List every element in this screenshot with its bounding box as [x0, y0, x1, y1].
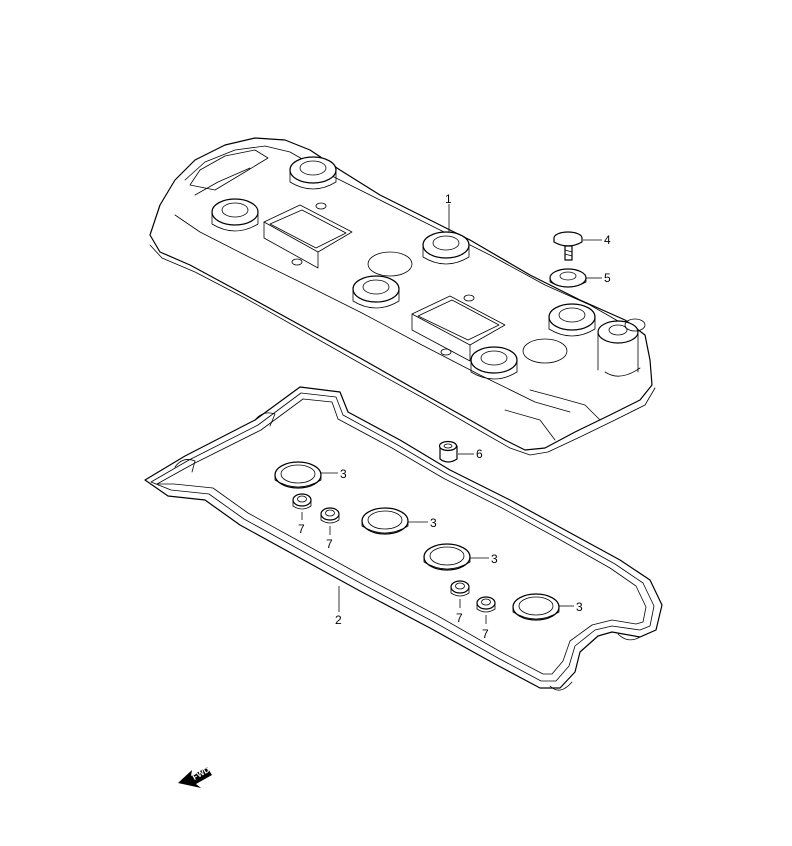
small-seal-2: [320, 507, 340, 524]
callout-seal-4: 3: [576, 600, 583, 614]
callout-small-seal-2: 7: [326, 537, 333, 551]
small-seal-4: [476, 596, 496, 613]
plug-hole-5: [548, 303, 596, 337]
plug-hole-2: [211, 198, 259, 232]
callout-seal-1: 3: [340, 467, 347, 481]
callout-dowel: 6: [476, 447, 483, 461]
plug-hole-6: [470, 346, 518, 380]
plug-hole-3: [422, 231, 470, 265]
callout-seal-2: 3: [430, 516, 437, 530]
bolt-washer: [549, 268, 587, 288]
callout-small-seal-1: 7: [298, 522, 305, 536]
plug-hole-1: [289, 156, 337, 190]
callout-gasket: 2: [335, 613, 342, 627]
callout-bolt: 4: [604, 233, 611, 247]
plug-hole-4: [352, 275, 400, 309]
dowel-pin: [438, 440, 458, 463]
plug-seal-2: [361, 507, 409, 535]
small-seal-1: [292, 493, 312, 510]
cylinder-head-cover: [149, 137, 656, 456]
callout-seal-3: 3: [491, 552, 498, 566]
cover-bolt: [553, 231, 583, 261]
callout-small-seal-3: 7: [456, 611, 463, 625]
callout-cover: 1: [445, 192, 452, 206]
fwd-arrow-icon: FWD: [178, 765, 212, 788]
plug-seal-1: [274, 461, 322, 489]
cover-gasket: [144, 386, 663, 691]
plug-seal-4: [512, 593, 560, 621]
plug-seal-3: [423, 543, 471, 571]
callout-small-seal-4: 7: [482, 627, 489, 641]
callout-washer: 5: [604, 271, 611, 285]
small-seal-3: [450, 580, 470, 597]
